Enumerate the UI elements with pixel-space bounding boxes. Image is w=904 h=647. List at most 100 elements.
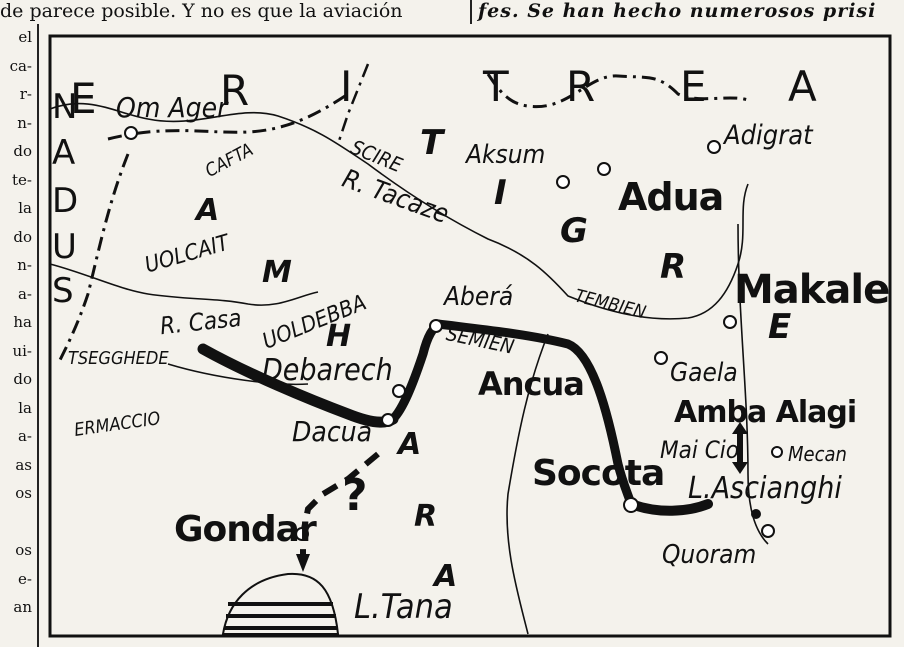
route-arrow-down	[732, 462, 748, 474]
column-fragment: e-	[18, 569, 32, 588]
label-adigrat: Adigrat	[724, 120, 813, 151]
label-sudan-d: D	[52, 181, 79, 221]
column-fragment: os	[15, 484, 32, 502]
sudan-border	[56, 153, 130, 365]
label-tigre-t: T	[420, 123, 444, 163]
west-boundary	[49, 263, 319, 306]
label-adua: Adua	[618, 175, 724, 219]
route-arrow-up	[732, 422, 748, 434]
town-gondar	[295, 527, 309, 541]
tacaze-river	[49, 102, 749, 320]
label-tigre-i: I	[494, 173, 507, 213]
label-mai-cio: Mai Cio	[660, 436, 740, 464]
town-quoram	[761, 524, 775, 538]
column-fragment: do	[13, 227, 32, 246]
label-dacua: Dacua	[292, 415, 373, 448]
label-eritrea-a: A	[788, 62, 817, 111]
label-tsegghede: TSEGGHEDE	[68, 348, 169, 369]
label-debarech: Debarech	[262, 353, 393, 388]
town-adigrat	[707, 140, 721, 154]
column-fragment: as	[15, 455, 32, 474]
map-lines	[48, 34, 892, 638]
question-mark: ?	[342, 470, 368, 521]
label-quoram: Quoram	[662, 540, 757, 570]
column-fragment: ca-	[9, 56, 32, 75]
left-column-fragments: el ca-r-n-do te-la do n-a-ha ui-do la a-as os os e…	[0, 24, 36, 647]
eritrea-border-west	[107, 92, 349, 141]
town-mecan	[771, 446, 783, 458]
column-divider	[470, 0, 472, 24]
label-gaela: Gaela	[670, 358, 738, 388]
column-fragment: an	[13, 598, 32, 616]
label-amhara-a3: A	[434, 559, 458, 594]
label-amhara-h: H	[326, 319, 352, 354]
column-fragment: n-	[17, 256, 32, 274]
column-fragment: la	[18, 398, 32, 417]
label-amhara-a1: A	[196, 193, 220, 228]
label-ancua: Ancua	[478, 365, 585, 403]
label-l-tana: L.Tana	[354, 587, 453, 627]
label-gondar: Gondar	[174, 509, 317, 550]
header-right-text: fes. Se han hecho numerosos prisi	[478, 0, 877, 22]
label-eritrea-t: T	[483, 62, 509, 111]
town-makale	[723, 315, 737, 329]
column-fragment: os	[15, 541, 32, 559]
east-boundary	[737, 223, 769, 545]
label-eritrea-e1: E	[70, 74, 97, 123]
town-gaela	[654, 351, 668, 365]
label-sudan-n: N	[52, 87, 78, 127]
label-amhara-a2: A	[398, 427, 422, 462]
map-frame	[48, 34, 892, 638]
column-fragment: n-	[17, 113, 32, 132]
town-socota	[623, 497, 639, 513]
column-fragment: el	[18, 28, 32, 46]
column-fragment: do	[13, 142, 32, 160]
semien-boundary	[506, 333, 549, 635]
label-amba-alagi: Amba Alagi	[674, 395, 857, 430]
label-makale: Makale	[734, 267, 890, 313]
lake-ascianghi-dot	[751, 509, 761, 519]
town-aksum	[556, 175, 570, 189]
label-sudan-s: S	[52, 271, 74, 311]
route-arrow-gondar	[296, 554, 310, 572]
column-fragment: do	[13, 370, 32, 388]
label-eritrea-r2: R	[566, 62, 596, 111]
label-amhara-r: R	[414, 499, 438, 534]
lake-tana-hatching	[224, 602, 338, 630]
eritrea-border-east	[486, 73, 749, 109]
town-om-ager	[124, 126, 138, 140]
town-dacua	[381, 413, 395, 427]
map-figure: E R I T R E A S U D A N T I G R E A M H …	[48, 34, 894, 640]
town-abera	[429, 319, 443, 333]
label-socota: Socota	[532, 453, 665, 494]
header-left-text: de parece posible. Y no es que la aviaci…	[0, 0, 403, 22]
label-tigre-r: R	[660, 247, 687, 287]
label-sudan-u: U	[52, 227, 77, 267]
column-fragment: ha	[13, 313, 32, 331]
column-fragment: te-	[12, 170, 32, 189]
column-fragment: a-	[17, 284, 32, 303]
label-sudan-a: A	[52, 133, 76, 173]
label-abera: Aberá	[444, 282, 514, 312]
label-tigre-g: G	[560, 211, 588, 251]
label-eritrea-i: I	[340, 62, 353, 111]
column-fragment: ui-	[12, 341, 32, 360]
casa-river	[167, 363, 309, 386]
column-rule	[37, 24, 39, 647]
label-tigre-e: E	[768, 307, 792, 347]
label-mecan: Mecan	[788, 442, 847, 466]
page-header: de parece posible. Y no es que la aviaci…	[0, 0, 904, 24]
label-aksum: Aksum	[466, 140, 546, 170]
town-debarech	[392, 384, 406, 398]
label-om-ager: Om Ager	[116, 91, 228, 124]
route-dacua-abera	[388, 319, 443, 424]
route-abera-socota	[433, 319, 636, 509]
column-fragment: la	[18, 199, 32, 217]
town-adua	[597, 162, 611, 176]
column-fragment: a-	[17, 427, 32, 445]
column-fragment: r-	[19, 85, 32, 103]
label-eritrea-r1: R	[220, 66, 250, 115]
label-amhara-m: M	[262, 255, 292, 290]
label-eritrea-e2: E	[680, 62, 707, 111]
label-ascianghi: L.Ascianghi	[688, 471, 842, 506]
